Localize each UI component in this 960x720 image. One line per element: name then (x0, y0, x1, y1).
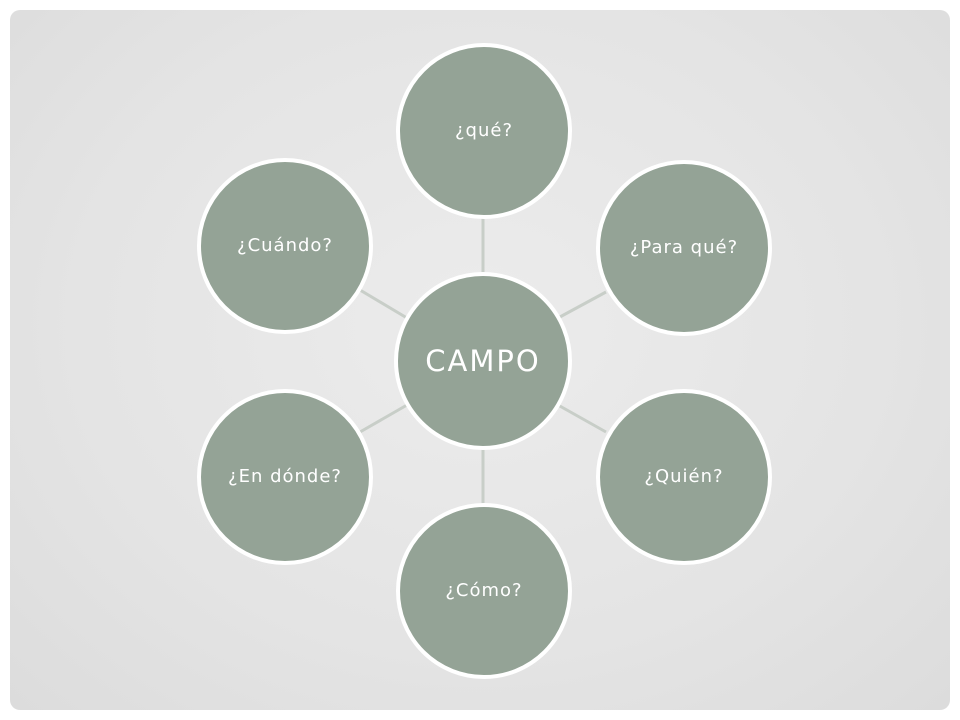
node-que-label: ¿qué? (454, 120, 513, 142)
connector-quien (557, 403, 607, 434)
node-para-que: ¿Para qué? (596, 160, 772, 336)
node-quien-label: ¿Quién? (644, 466, 724, 488)
node-en-donde-label: ¿En dónde? (228, 466, 342, 488)
node-para-que-label: ¿Para qué? (629, 237, 739, 259)
node-en-donde: ¿En dónde? (197, 389, 373, 565)
node-cuando-label: ¿Cuándo? (237, 235, 333, 257)
center-node-label: CAMPO (425, 343, 541, 378)
node-como: ¿Cómo? (396, 503, 572, 679)
connector-en-donde (359, 403, 408, 434)
node-quien: ¿Quién? (596, 389, 772, 565)
connector-para-que (557, 290, 607, 320)
connector-cuando (359, 288, 408, 320)
node-que: ¿qué? (396, 43, 572, 219)
node-como-label: ¿Cómo? (445, 580, 523, 602)
node-cuando: ¿Cuándo? (197, 158, 373, 334)
center-node-campo: CAMPO (394, 272, 572, 450)
